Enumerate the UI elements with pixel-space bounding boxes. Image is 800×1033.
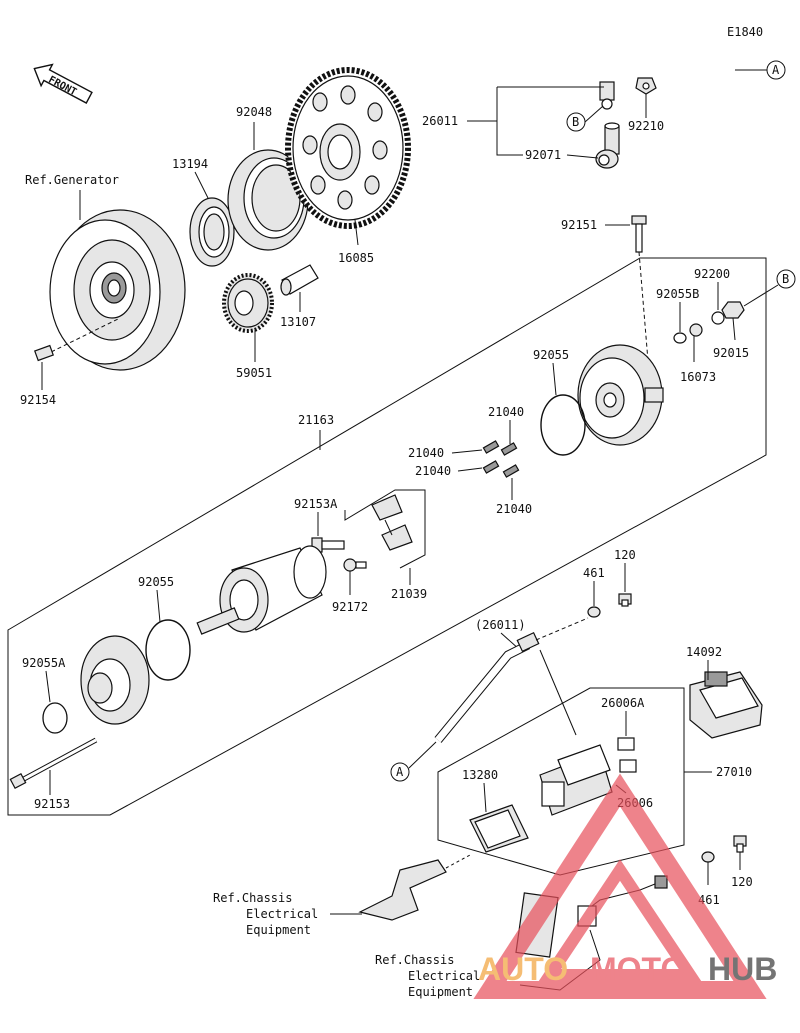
label-92048: 92048 xyxy=(236,105,272,119)
label-92055a: 92055A xyxy=(22,656,66,670)
watermark-auto: AUTO xyxy=(478,951,568,987)
bolt-92151 xyxy=(631,215,647,253)
label-92071: 92071 xyxy=(525,148,561,162)
label-92210: 92210 xyxy=(628,119,664,133)
bolt-120-bottom xyxy=(733,835,747,853)
starter-gear-16085 xyxy=(285,67,411,229)
label-16085: 16085 xyxy=(338,251,374,265)
label-120-bottom: 120 xyxy=(731,875,753,889)
starter-yoke xyxy=(196,545,327,635)
o-ring-92055a xyxy=(42,702,68,734)
ref-generator-label: Ref.Generator xyxy=(25,173,119,187)
brush-spring-21040-b xyxy=(500,442,518,456)
starter-relay-assembly-boundary xyxy=(437,687,685,876)
label-92015: 92015 xyxy=(713,346,749,360)
idle-shaft-13107 xyxy=(280,264,319,296)
callout-b-right-label: B xyxy=(782,272,789,286)
label-92151: 92151 xyxy=(561,218,597,232)
label-14092: 14092 xyxy=(686,645,722,659)
label-59051: 59051 xyxy=(236,366,272,380)
label-120-top: 120 xyxy=(614,548,636,562)
callout-b-right xyxy=(776,269,796,289)
ref-chassis-1-line1: Ref.Chassis xyxy=(213,891,292,905)
diagram-code: E1840 xyxy=(727,25,763,39)
clutch-holder-92048 xyxy=(227,149,309,251)
nut-16073 xyxy=(689,323,703,337)
brush-spring-21040-c xyxy=(482,460,500,474)
callout-a-bottom xyxy=(390,762,410,782)
label-13194: 13194 xyxy=(172,157,208,171)
label-92055-left: 92055 xyxy=(138,575,174,589)
starter-cable-upper xyxy=(599,49,736,110)
watermark-moto: MOTO xyxy=(590,951,685,987)
brush-holder-21039 xyxy=(371,494,413,551)
label-13107: 13107 xyxy=(280,315,316,329)
generator-rotor xyxy=(49,209,186,371)
label-461-top: 461 xyxy=(583,566,605,580)
label-92172: 92172 xyxy=(332,600,368,614)
ref-chassis-2-line2: Electrical xyxy=(408,969,480,983)
label-21040-b: 21040 xyxy=(408,446,444,460)
label-21040-a: 21040 xyxy=(488,405,524,419)
watermark-hub: HUB xyxy=(708,951,777,987)
washer-92055b xyxy=(673,332,687,344)
bolt-92154 xyxy=(34,317,121,362)
label-21039: 21039 xyxy=(391,587,427,601)
screw-92172 xyxy=(343,558,367,572)
callout-a-bottom-label: A xyxy=(396,765,404,779)
nut-92015 xyxy=(721,301,745,319)
label-92154: 92154 xyxy=(20,393,56,407)
one-way-clutch-13194 xyxy=(189,197,235,267)
ref-chassis-2-line3: Equipment xyxy=(408,985,473,999)
label-92153: 92153 xyxy=(34,797,70,811)
brush-spring-21040-d xyxy=(502,464,520,478)
relay-cover-14092 xyxy=(689,671,763,739)
automotohub-watermark: AUTO MOTO HUB xyxy=(473,773,777,999)
ref-chassis-1-line2: Electrical xyxy=(246,907,318,921)
label-92055b: 92055B xyxy=(656,287,699,301)
label-26011: 26011 xyxy=(422,114,458,128)
starter-front-cover xyxy=(80,635,150,725)
relay-bracket xyxy=(358,854,471,921)
label-21163: 21163 xyxy=(298,413,334,427)
starter-motor-assembly-boundary xyxy=(7,257,767,816)
callout-b-top-label: B xyxy=(572,115,579,129)
relay-cushion-13280 xyxy=(469,804,529,853)
banjo-fitting xyxy=(595,122,620,169)
bolt-92153 xyxy=(9,737,98,790)
starter-relay xyxy=(539,744,613,816)
o-ring-92055-left xyxy=(145,619,191,681)
label-26006a: 26006A xyxy=(601,696,645,710)
idle-gear-59051 xyxy=(222,273,274,333)
label-27010: 27010 xyxy=(716,765,752,779)
ref-chassis-2-line1: Ref.Chassis xyxy=(375,953,454,967)
label-26011-paren: (26011) xyxy=(475,618,526,632)
label-13280: 13280 xyxy=(462,768,498,782)
starter-end-cover xyxy=(577,344,664,446)
bolt-120-top xyxy=(618,593,632,607)
o-ring-92055-top xyxy=(540,394,586,456)
front-arrow-icon: FRONT xyxy=(33,63,93,104)
nut-461-bottom xyxy=(701,851,715,863)
label-92200: 92200 xyxy=(694,267,730,281)
label-21040-d: 21040 xyxy=(496,502,532,516)
label-16073: 16073 xyxy=(680,370,716,384)
ref-chassis-1-line3: Equipment xyxy=(246,923,311,937)
label-21040-c: 21040 xyxy=(415,464,451,478)
nut-461-top xyxy=(587,606,601,618)
callout-a-top-label: A xyxy=(772,63,780,77)
label-92153a: 92153A xyxy=(294,497,338,511)
washer-92200 xyxy=(711,311,725,325)
starter-cable-lower xyxy=(434,617,589,743)
label-92055-top: 92055 xyxy=(533,348,569,362)
fuse-26006a xyxy=(617,737,637,773)
brush-spring-21040-a xyxy=(482,440,500,454)
